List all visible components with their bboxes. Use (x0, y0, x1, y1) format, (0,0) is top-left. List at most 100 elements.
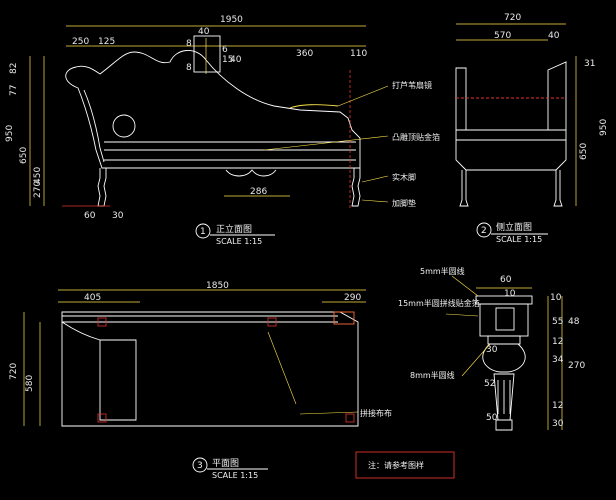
plan-dim-720: 720 (9, 363, 19, 380)
front-dim-125: 125 (98, 37, 115, 47)
leg-detail-texts: 5mm半圆线 15mm半圆拼线贴金箔 8mm半圆线 60 10 30 52 50… (368, 266, 585, 470)
front-dim-950: 950 (5, 125, 15, 142)
front-dim-82: 82 (9, 63, 19, 74)
leg-detail (355, 275, 563, 479)
leg-carving-panel (495, 307, 515, 331)
side-view-outline (455, 61, 567, 171)
side-dim-570: 570 (494, 31, 511, 41)
front-callout-wood-leg: 实木脚 (392, 172, 416, 182)
leg-dim-12b: 12 (552, 401, 563, 411)
side-seat-lines (456, 129, 566, 141)
front-dim-250: 250 (72, 37, 89, 47)
leg-callout-8mm: 8mm半圆线 (410, 370, 455, 380)
front-dim-40b: 40 (230, 55, 242, 65)
apron-carving (225, 169, 277, 177)
plan-back-lines (62, 315, 338, 323)
side-dimension-lines (456, 23, 577, 206)
side-view-number-circle (476, 222, 492, 238)
chaise-front-inner-line (83, 89, 356, 163)
leg-dim-10: 10 (550, 293, 562, 303)
front-foot-dim-60: 60 (84, 211, 96, 221)
front-view-number: 1 (200, 227, 206, 237)
front-dim-40: 40 (198, 27, 210, 37)
arm-top-detail (289, 104, 339, 109)
front-detail-label-b: 8 (186, 63, 192, 73)
leg-dim-55: 55 (552, 317, 563, 327)
front-view-title: 正立面图 (216, 223, 252, 235)
plan-dim-1850: 1850 (206, 281, 229, 291)
front-dimension-lines (29, 25, 366, 206)
front-callout-leg-pad: 加脚垫 (392, 198, 416, 208)
front-dim-6: 6 (222, 45, 228, 55)
front-dim-650: 650 (19, 147, 29, 164)
front-view (29, 25, 389, 239)
chaise-front-outline (65, 50, 361, 169)
leg-dim-48: 48 (568, 317, 580, 327)
leg-flutes (497, 380, 511, 414)
front-view-number-circle (195, 223, 211, 239)
leg-dim-30: 30 (486, 345, 498, 355)
front-callout-mirror: 打芦苇扇镜 (392, 80, 432, 90)
front-dim-overall: 1950 (220, 15, 243, 25)
plan-view-scale: SCALE 1:15 (212, 471, 258, 480)
side-view-scale: SCALE 1:15 (496, 235, 542, 244)
front-dim-270: 270 (33, 181, 43, 198)
side-view (455, 23, 577, 238)
plan-arm-end (333, 311, 355, 325)
side-view-texts: 720 570 40 31 950 650 2 侧立面图 SCALE 1:15 (481, 13, 609, 244)
finial-detail-box (193, 35, 221, 73)
side-dim-31: 31 (584, 59, 595, 69)
plan-dim-290: 290 (344, 293, 361, 303)
plan-view-title: 平面图 (212, 458, 239, 469)
plan-callout-fabric: 拼接布布 (360, 408, 392, 418)
leg-collar (487, 335, 521, 345)
front-dim-450: 450 (33, 167, 43, 184)
leg-dim-50: 50 (486, 413, 498, 423)
front-view-scale: SCALE 1:15 (216, 237, 262, 246)
leg-dim-12: 12 (552, 337, 563, 347)
front-dim-15: 15 (222, 55, 233, 65)
front-foot-dim-30: 30 (112, 211, 124, 221)
note-text: 注：请参考图样 (368, 460, 424, 470)
leg-dimension-lines (476, 287, 563, 430)
leg-bulb (482, 343, 526, 373)
front-dim-286: 286 (250, 187, 267, 197)
front-view-texts: 1950 250 125 40 360 110 82 77 950 650 45… (5, 15, 440, 246)
plan-diagonal (267, 331, 297, 405)
front-dim-77: 77 (9, 85, 19, 96)
side-legs (459, 170, 563, 207)
leg-callout-5mm: 5mm半圆线 (420, 266, 465, 276)
leg-dim-10-top: 10 (504, 289, 516, 299)
plan-view (23, 289, 366, 473)
plan-chaise-arm (99, 339, 137, 421)
side-dim-720: 720 (504, 13, 521, 23)
plan-view-number: 3 (197, 461, 203, 471)
side-view-title: 侧立面图 (496, 221, 532, 233)
leg-dim-34: 34 (552, 355, 564, 365)
plan-dim-405: 405 (84, 293, 101, 303)
front-detail-label-a: 8 (186, 39, 192, 49)
front-leader-lines (263, 85, 389, 203)
leg-callout-15mm: 15mm半圆拼线贴金箔 (398, 298, 480, 308)
side-view-number: 2 (481, 226, 487, 236)
leg-dim-60: 60 (500, 275, 512, 285)
note-box (355, 451, 455, 479)
plan-view-texts: 1850 405 290 720 580 拼接布布 3 平面图 SCALE 1:… (9, 281, 392, 480)
plan-callout-leader (299, 411, 359, 415)
side-dim-650: 650 (579, 143, 589, 160)
front-dim-110: 110 (350, 49, 367, 59)
plan-view-number-circle (192, 457, 208, 473)
front-dim-360: 360 (296, 49, 313, 59)
plan-red-markers (97, 317, 355, 423)
leg-dim-270: 270 (568, 361, 585, 371)
leg-foot (495, 419, 513, 431)
front-callout-carving: 凸雕顶贴金箔 (392, 132, 440, 142)
leg-dim-30b: 30 (552, 419, 564, 429)
plan-dim-580: 580 (25, 375, 35, 392)
plan-curve (61, 321, 101, 341)
bolster-cushion (112, 114, 136, 138)
side-dim-950: 950 (599, 119, 609, 136)
plan-dimension-lines (23, 289, 366, 426)
